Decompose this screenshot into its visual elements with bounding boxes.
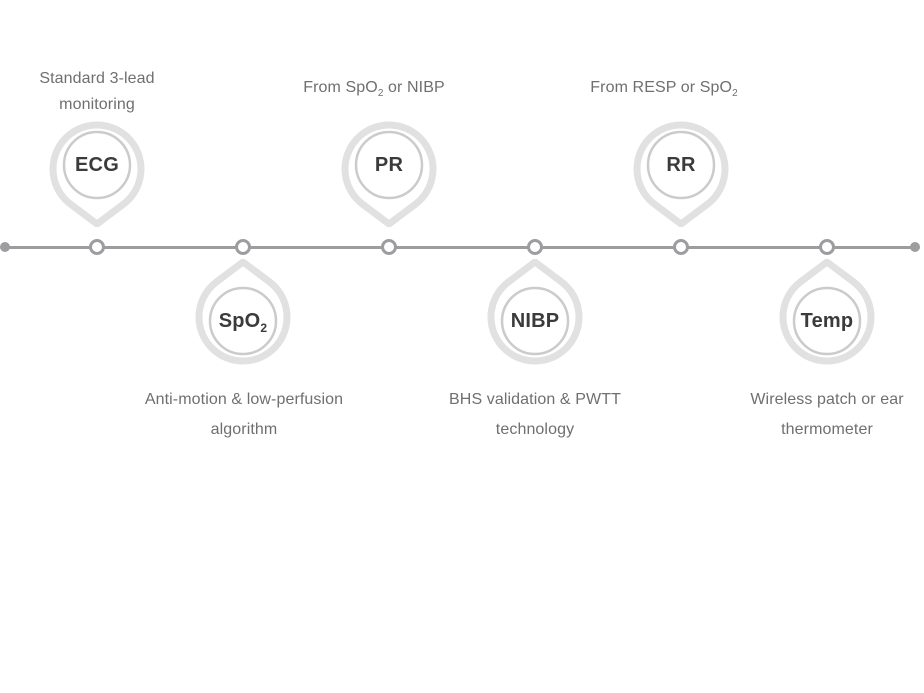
pin-ecg: ECG [49,121,145,227]
caption-line: BHS validation & PWTT [449,391,621,408]
map-pin-icon [341,121,437,227]
caption-line: technology [495,421,575,439]
map-pin-icon [779,259,875,365]
caption-spo2: Anti-motion & low-perfusion algorithm [114,388,374,448]
pin-temp: Temp [779,259,875,365]
pin-label-temp: Temp [800,310,854,332]
caption-nibp: BHS validation & PWTT technology [405,388,665,448]
pin-label-pr: PR [374,154,404,176]
timeline-node-ecg [89,239,105,255]
caption-rr: From RESP or SpO2 [564,78,764,104]
map-pin-icon [195,259,291,365]
caption-temp: Wireless patch or ear thermometer [697,388,924,448]
pin-label-spo2: SpO2 [218,310,268,335]
pin-nibp: NIBP [487,259,583,365]
caption-line: From RESP or SpO2 [590,79,738,100]
pin-label-nibp: NIBP [510,310,560,332]
timeline-node-pr [381,239,397,255]
timeline-node-temp [819,239,835,255]
caption-line: algorithm [210,421,278,439]
timeline-end-dot-left [0,242,10,252]
caption-line: Anti-motion & low-perfusion [144,391,344,408]
map-pin-icon [487,259,583,365]
pin-label-ecg: ECG [75,154,119,176]
timeline-end-dot-right [910,242,920,252]
pin-spo2: SpO2 [195,259,291,365]
pin-rr: RR [633,121,729,227]
map-pin-icon [49,121,145,227]
caption-ecg: Standard 3-lead monitoring [7,69,187,121]
timeline-line [4,246,916,249]
map-pin-icon [633,121,729,227]
caption-line: thermometer [781,421,873,439]
caption-pr: From SpO2 or NIBP [274,78,474,104]
caption-line: Standard 3-lead [39,70,155,87]
caption-line: Wireless patch or ear [750,391,904,408]
caption-line: From SpO2 or NIBP [303,79,445,100]
pin-label-rr: RR [666,154,696,176]
timeline-node-nibp [527,239,543,255]
caption-line: monitoring [59,96,135,114]
timeline-node-spo2 [235,239,251,255]
pin-pr: PR [341,121,437,227]
timeline-node-rr [673,239,689,255]
